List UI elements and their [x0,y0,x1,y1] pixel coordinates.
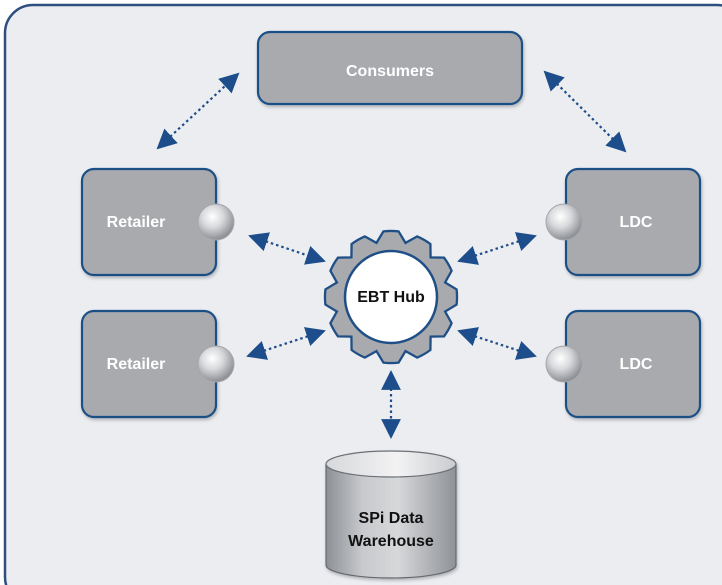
ldc-top-connector-knob [545,203,583,241]
warehouse-label-line1: SPi Data [359,510,424,527]
retailer-bottom-connector-knob [197,345,235,383]
arrow-ldc-top-hub [457,232,537,265]
arrow-consumers-ldc [543,70,627,153]
hub-inner-circle [343,249,439,345]
ebt-hub-node [323,229,459,365]
arrow-retailer-top-hub [248,232,326,265]
database-top [325,450,457,478]
database-cylinder-icon [325,464,457,579]
arrow-retailer-bottom-hub [246,327,326,360]
hub-label: EBT Hub [357,289,425,306]
ldc-bottom-label: LDC [620,356,653,373]
arrow-consumers-retailer [156,72,240,150]
ldc-top-label: LDC [620,214,653,231]
consumers-node [256,30,524,106]
retailer-top-connector-knob [197,203,235,241]
ldc-bottom-connector-knob [545,345,583,383]
retailer-top-label: Retailer [107,214,166,231]
data-warehouse-node [325,450,457,579]
arrow-ldc-bottom-hub [457,327,537,360]
warehouse-label-line2: Warehouse [348,533,434,550]
connector-arrows [156,70,627,439]
consumers-label: Consumers [346,63,434,80]
retailer-bottom-label: Retailer [107,356,166,373]
